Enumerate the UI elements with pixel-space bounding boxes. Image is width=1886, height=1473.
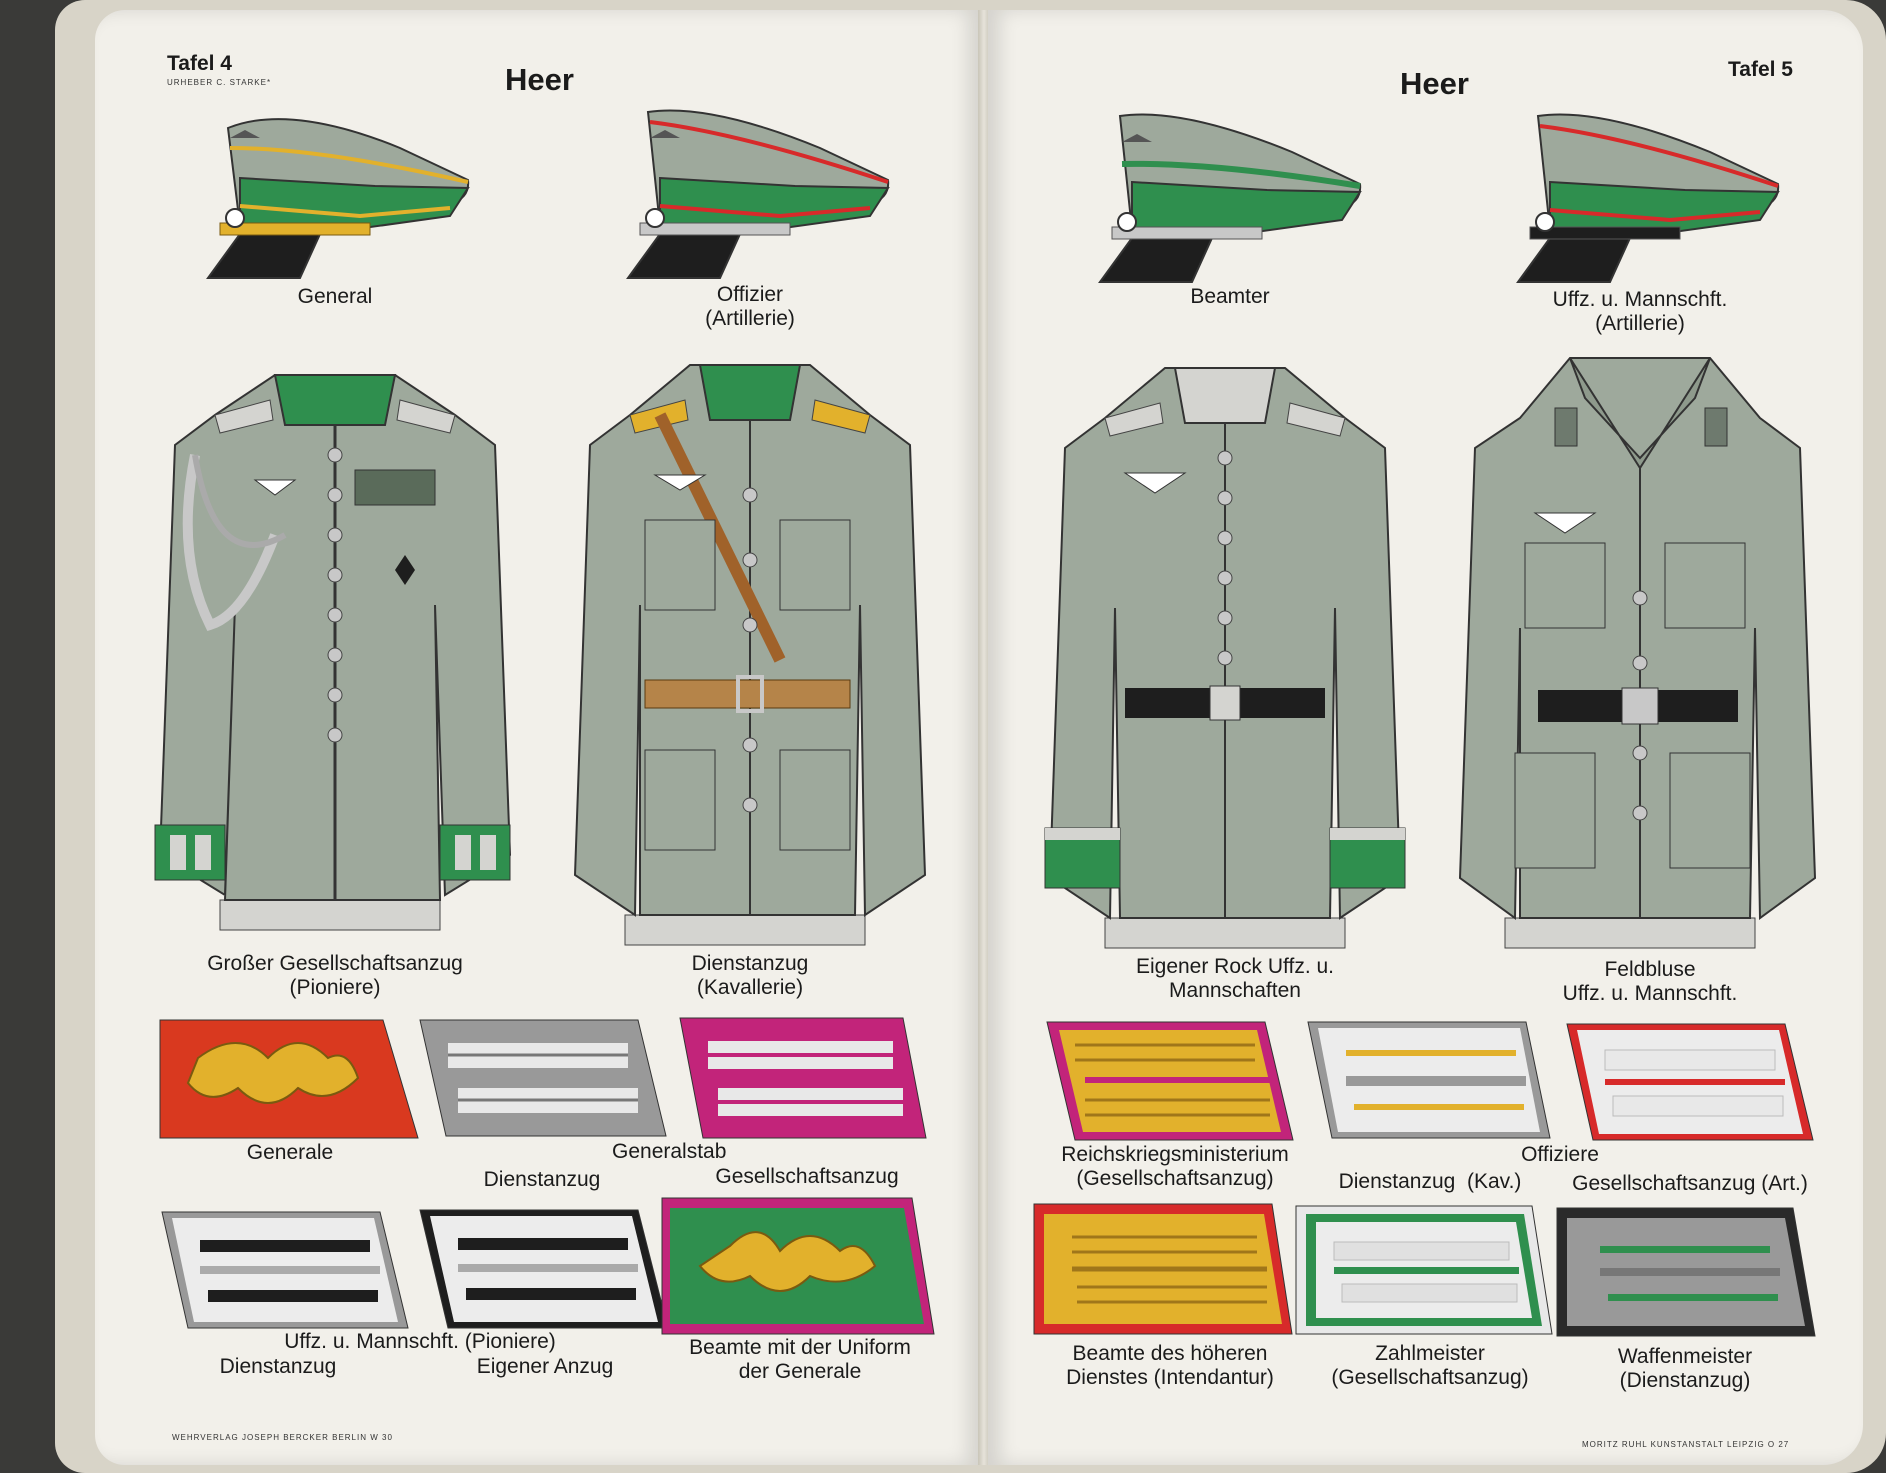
patch-label-gesellschaftsanzug-art: Gesellschaftsanzug (Art.): [1572, 1172, 1808, 1195]
cap-label-offizier: Offizier (Artillerie): [705, 283, 795, 330]
patch-label-beamte-hoeheren: Beamte des höheren Dienstes (Intendantur…: [1066, 1342, 1274, 1389]
patch-uffz-pioniere-dienstanzug: [161, 1211, 409, 1329]
page-heading-right: Heer: [1400, 66, 1469, 101]
patch-label-dienstanzug: Dienstanzug: [483, 1168, 601, 1191]
plate-number-left: Tafel 4: [167, 52, 232, 75]
patch-label-beamte-uniform: Beamte mit der Uniform der Generale: [689, 1336, 911, 1383]
patch-waffenmeister: [1556, 1207, 1816, 1337]
tunic-grosser-gesellschaftsanzug: [154, 374, 512, 931]
artist-credit: URHEBER C. STARKE*: [167, 78, 272, 87]
cap-label-beamter: Beamter: [1190, 285, 1270, 308]
cap-uffz-artillerie: [1516, 113, 1780, 283]
tunic-label-feldbluse: Feldbluse Uffz. u. Mannschft.: [1562, 958, 1738, 1005]
patch-label-waffenmeister: Waffenmeister (Dienstanzug): [1617, 1345, 1753, 1392]
patch-beamte-generale: [661, 1197, 935, 1335]
patch-generalstab-dienstanzug: [419, 1019, 667, 1137]
footer-publisher: WEHRVERLAG JOSEPH BERCKER BERLIN W 30: [172, 1433, 393, 1442]
patch-offiziere-gesellschaftsanzug-art: [1566, 1023, 1814, 1141]
patch-generale: [159, 1019, 419, 1139]
book-spine: [978, 10, 990, 1465]
patch-label-gesellschaftsanzug: Gesellschaftsanzug: [715, 1165, 899, 1188]
cap-general: [206, 118, 470, 279]
tunic-label-dienstanzug: Dienstanzug (Kavallerie): [691, 952, 809, 999]
page-heading-left: Heer: [505, 62, 574, 97]
patch-offiziere-dienstanzug-kav: [1307, 1021, 1551, 1139]
patch-zahlmeister: [1295, 1205, 1553, 1335]
patch-label-dienstanzug2: Dienstanzug: [219, 1355, 337, 1378]
patch-generalstab-gesellschaftsanzug: [679, 1017, 927, 1139]
patch-label-eigener-anzug: Eigener Anzug: [476, 1355, 614, 1378]
tunic-label-eigener-rock: Eigener Rock Uffz. u. Mannschaften: [1135, 955, 1335, 1002]
tunic-eigener-rock: [1044, 367, 1406, 949]
patch-label-uffz-pioniere: Uffz. u. Mannschft. (Pioniere): [284, 1330, 556, 1353]
patch-uffz-pioniere-eigener-anzug: [419, 1209, 669, 1329]
patch-label-generalstab: Generalstab: [612, 1140, 727, 1163]
patch-label-dienstanzug-kav: Dienstanzug (Kav.): [1338, 1170, 1522, 1193]
patch-label-generale: Generale: [246, 1141, 334, 1164]
cap-label-general: General: [297, 285, 373, 308]
patch-label-reichskriegsministerium: Reichskriegsministerium (Gesellschaftsan…: [1061, 1143, 1289, 1190]
patch-beamte-hoeheren-dienstes: [1033, 1203, 1293, 1335]
plate-number-right: Tafel 5: [1728, 58, 1793, 81]
cap-offizier-artillerie: [626, 109, 890, 279]
tunic-label-gesellschaftsanzug: Großer Gesellschaftsanzug (Pioniere): [207, 952, 463, 999]
tunic-feldbluse: [1458, 357, 1817, 949]
patch-reichskriegsministerium: [1046, 1021, 1294, 1141]
patch-label-offiziere: Offiziere: [1521, 1143, 1599, 1166]
patch-label-zahlmeister: Zahlmeister (Gesellschaftsanzug): [1331, 1342, 1529, 1389]
tunic-dienstanzug-kavallerie: [573, 364, 927, 946]
cap-label-uffz: Uffz. u. Mannschft. (Artillerie): [1552, 288, 1728, 335]
footer-printer: MORITZ RUHL KUNSTANSTALT LEIPZIG O 27: [1582, 1440, 1790, 1449]
cap-beamter: [1098, 113, 1362, 283]
